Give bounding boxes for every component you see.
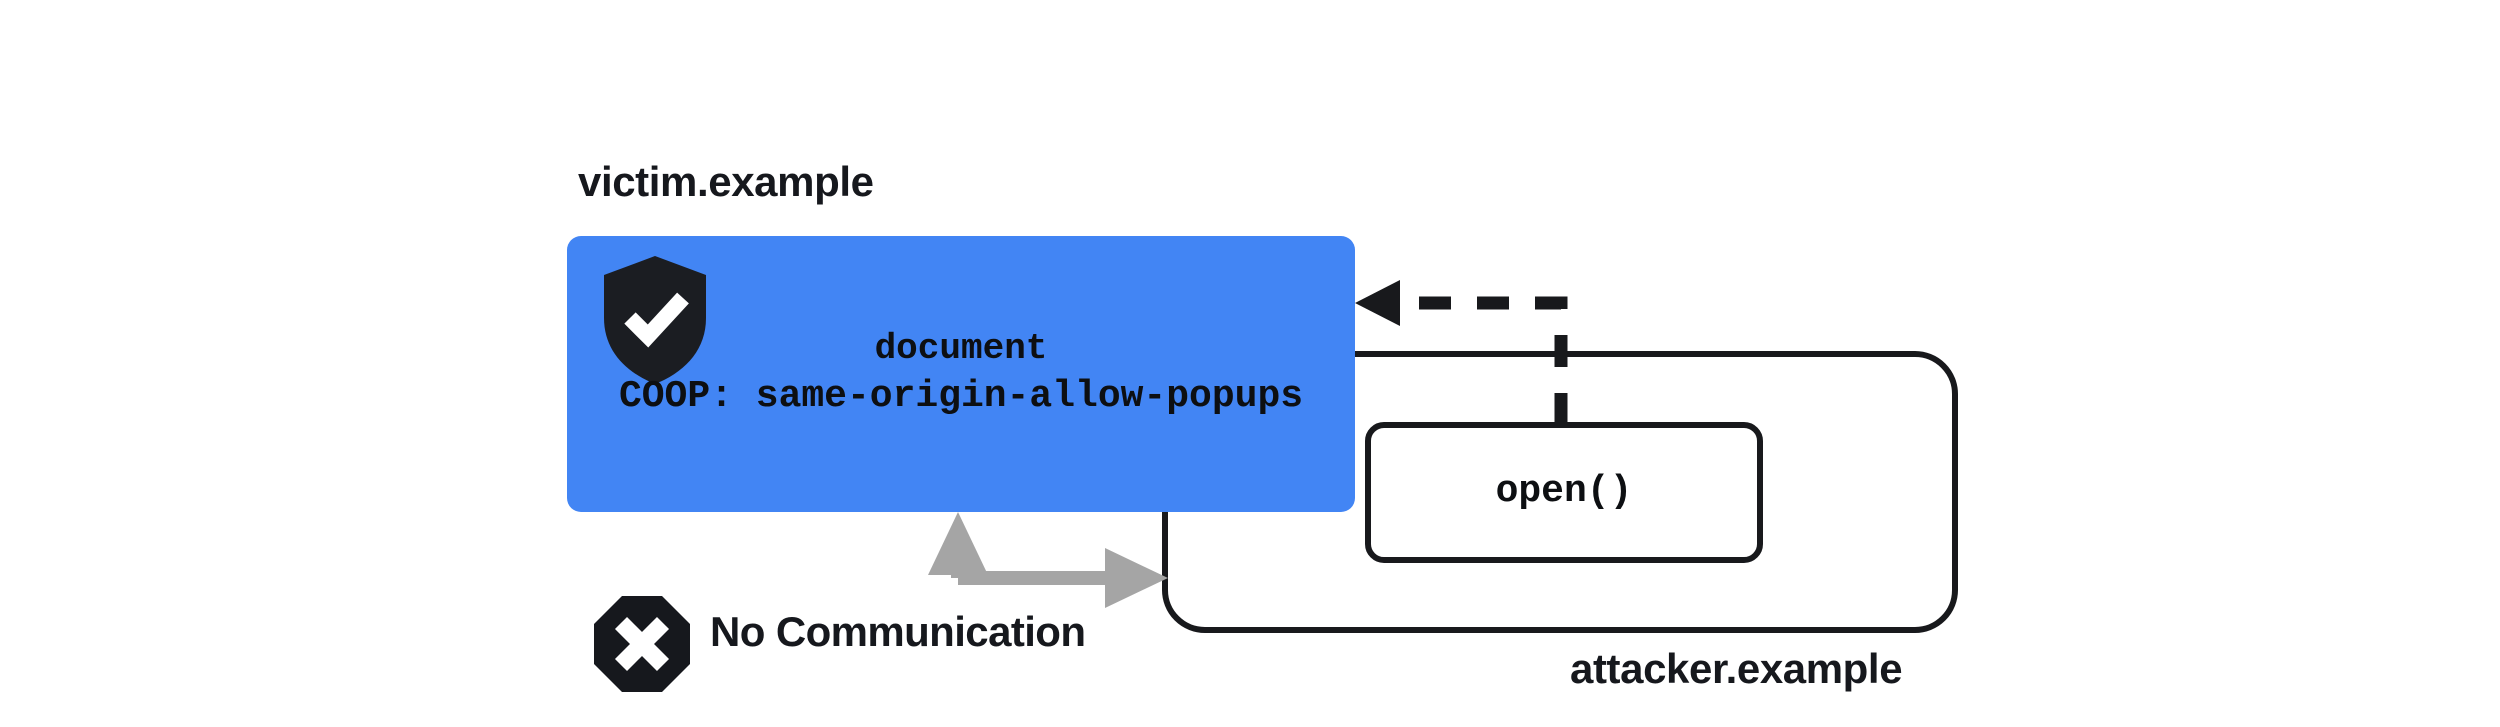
victim-origin-label: victim.example xyxy=(578,158,874,205)
no-communication-label: No Communication xyxy=(710,608,1086,655)
opener-dashed-line xyxy=(1398,296,1568,425)
attacker-origin-label: attacker.example xyxy=(1570,645,1903,692)
victim-document-box xyxy=(567,236,1355,512)
victim-document-label: document xyxy=(874,328,1048,369)
attacker-container-outline xyxy=(1162,351,1958,633)
victim-coop-header-label: COOP: same-origin-allow-popups xyxy=(618,375,1304,418)
open-call-label: open() xyxy=(1495,470,1633,513)
no-communication-arrow xyxy=(928,512,1168,608)
opener-arrowhead xyxy=(1355,280,1400,326)
open-call-box xyxy=(1365,422,1763,563)
shield-check-icon xyxy=(604,256,706,384)
octagon-x-icon xyxy=(594,596,690,692)
